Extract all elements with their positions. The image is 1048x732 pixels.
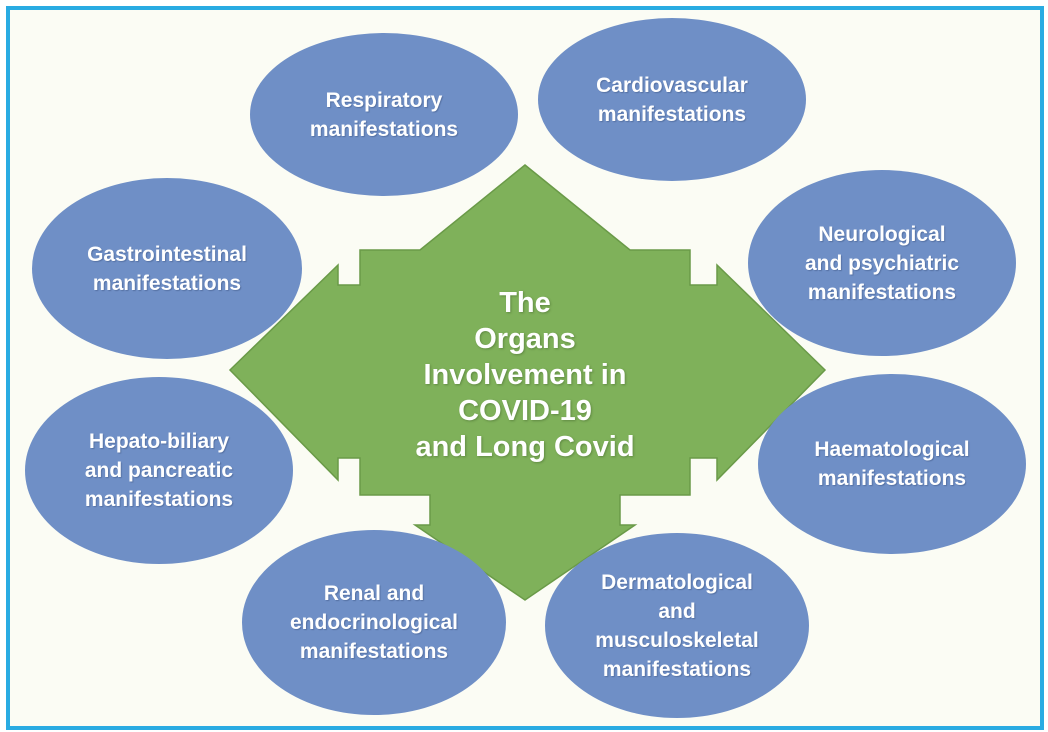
ellipse-renal: Renal and endocrinological manifestation… <box>242 530 506 715</box>
label-haematological: Haematological manifestations <box>814 438 970 490</box>
ellipse-gastrointestinal: Gastrointestinal manifestations <box>32 178 302 359</box>
center-title: The Organs Involvement in COVID-19 and L… <box>360 275 690 475</box>
center-title-text: The Organs Involvement in COVID-19 and L… <box>415 287 635 463</box>
label-gastrointestinal: Gastrointestinal manifestations <box>87 242 247 295</box>
label-renal: Renal and endocrinological manifestation… <box>289 582 459 663</box>
ellipse-hepato-biliary: Hepato-biliary and pancreatic manifestat… <box>25 377 293 564</box>
four-way-arrow-shape <box>228 164 827 601</box>
label-hepato-biliary: Hepato-biliary and pancreatic manifestat… <box>84 430 234 511</box>
label-respiratory: Respiratory manifestations <box>309 88 459 141</box>
ellipse-haematological: Haematological manifestations <box>758 374 1026 554</box>
label-neurological: Neurological and psychiatric manifestati… <box>804 222 960 304</box>
ellipse-dermatological: Dermatological and musculoskeletal manif… <box>545 533 809 718</box>
ellipse-cardiovascular: Cardiovascular manifestations <box>538 18 806 181</box>
ellipse-respiratory: Respiratory manifestations <box>250 33 518 196</box>
label-dermatological: Dermatological and musculoskeletal manif… <box>595 570 759 681</box>
ellipse-neurological: Neurological and psychiatric manifestati… <box>748 170 1016 356</box>
label-cardiovascular: Cardiovascular manifestations <box>596 73 748 126</box>
